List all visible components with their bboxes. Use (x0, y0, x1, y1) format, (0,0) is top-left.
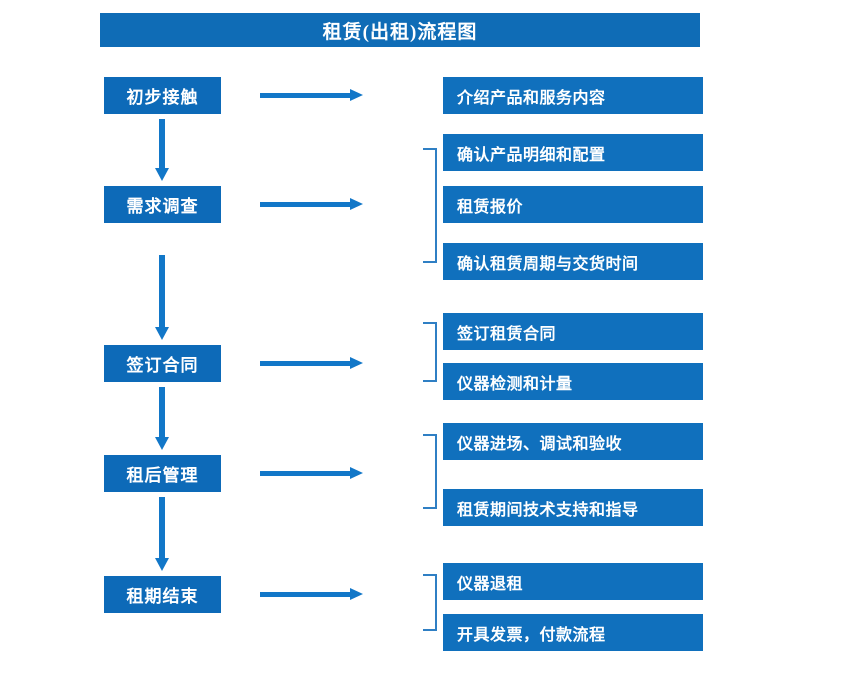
bracket-icon-post-rental-management (415, 434, 437, 509)
detail-box-invoice-payment[interactable]: 开具发票，付款流程 (443, 614, 703, 651)
horizontal-arrow-icon-4 (260, 466, 364, 480)
detail-box-instrument-inspection[interactable]: 仪器检测和计量 (443, 363, 703, 400)
horizontal-arrow-icon-3 (260, 356, 364, 370)
bracket-icon-demand-survey (415, 148, 437, 263)
detail-box-sign-rental-contract[interactable]: 签订租赁合同 (443, 313, 703, 350)
horizontal-arrow-icon-2 (260, 197, 364, 211)
stage-box-sign-contract[interactable]: 签订合同 (104, 345, 221, 382)
detail-box-introduce-products[interactable]: 介绍产品和服务内容 (443, 77, 703, 114)
stage-box-initial-contact[interactable]: 初步接触 (104, 77, 221, 114)
page-title: 租赁(出租)流程图 (100, 13, 700, 47)
vertical-arrow-icon-2 (155, 255, 169, 340)
detail-box-instrument-entry-commissioning[interactable]: 仪器进场、调试和验收 (443, 423, 703, 460)
vertical-arrow-icon-4 (155, 497, 169, 571)
detail-box-rental-quotation[interactable]: 租赁报价 (443, 186, 703, 223)
horizontal-arrow-icon-1 (260, 88, 364, 102)
bracket-icon-rental-end (415, 574, 437, 631)
vertical-arrow-icon-1 (155, 119, 169, 181)
stage-box-post-rental-management[interactable]: 租后管理 (104, 455, 221, 492)
stage-box-demand-survey[interactable]: 需求调查 (104, 186, 221, 223)
vertical-arrow-icon-3 (155, 387, 169, 450)
stage-box-rental-end[interactable]: 租期结束 (104, 576, 221, 613)
detail-box-confirm-rental-period[interactable]: 确认租赁周期与交货时间 (443, 243, 703, 280)
detail-box-instrument-return[interactable]: 仪器退租 (443, 563, 703, 600)
detail-box-technical-support[interactable]: 租赁期间技术支持和指导 (443, 489, 703, 526)
bracket-icon-sign-contract (415, 322, 437, 382)
detail-box-confirm-product-details[interactable]: 确认产品明细和配置 (443, 134, 703, 171)
horizontal-arrow-icon-5 (260, 587, 364, 601)
